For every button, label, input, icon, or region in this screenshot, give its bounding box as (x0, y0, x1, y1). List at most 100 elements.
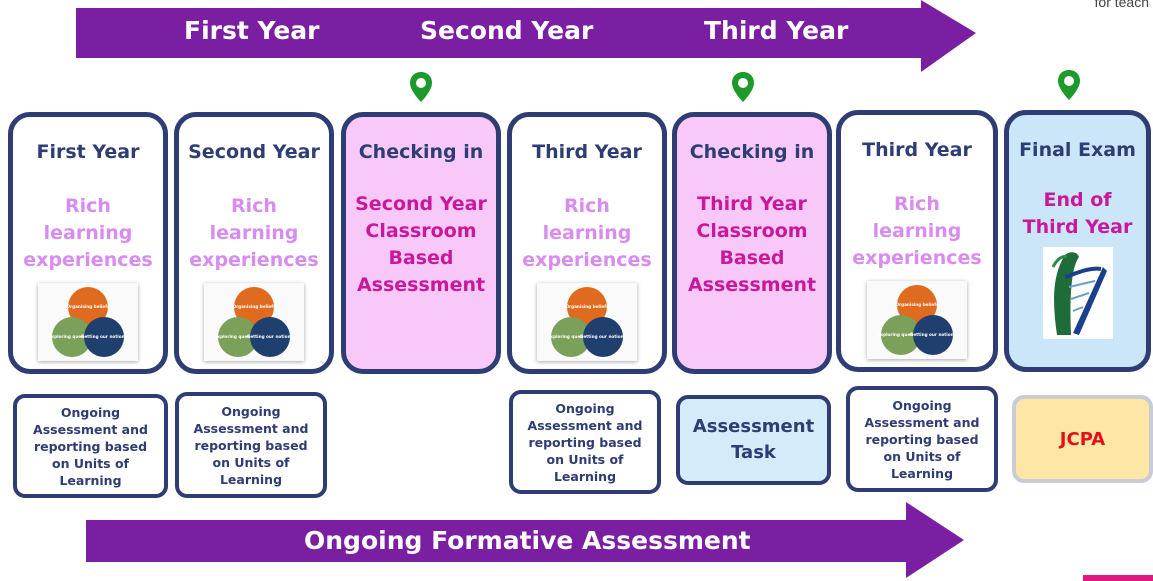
box-line: Assessment and (864, 414, 980, 430)
card-body: Rich learning experiences (512, 193, 662, 274)
box-line: Ongoing (892, 397, 952, 413)
box-line: JCPA (1059, 428, 1106, 450)
top-arrow-label-first: First Year (184, 16, 320, 45)
box-line: Learning (890, 465, 954, 481)
card-body-line: Third Year (1022, 216, 1133, 238)
jcpa-box: JCPA (1012, 395, 1153, 483)
box-line: Ongoing (555, 400, 615, 416)
card-body-line: Classroom (365, 220, 477, 242)
card-body-line: learning (43, 222, 133, 244)
card-title: Third Year (532, 141, 642, 163)
card-body: Third Year Classroom Based Assessment (677, 191, 827, 299)
venn-circle-label: Getting our notions (910, 332, 957, 337)
box-line: on Units of (546, 451, 624, 467)
card-title: Third Year (862, 139, 972, 161)
ongoing-assessment-box: Ongoing Assessment and reporting based o… (13, 394, 168, 498)
top-arrow-label-third: Third Year (704, 16, 849, 45)
card-body-line: Assessment (356, 274, 486, 296)
card-body: Rich learning experiences (841, 191, 993, 272)
card-body-line: experiences (23, 249, 153, 271)
card-body-line: Rich (65, 195, 111, 217)
card-title: First Year (36, 141, 140, 163)
card-title: Checking in (689, 141, 815, 163)
card-body-line: Rich (231, 195, 277, 217)
venn-circle-label: Organising beliefs (232, 304, 276, 309)
card-body-line: experiences (189, 249, 319, 271)
card-body-line: Second Year (355, 193, 487, 215)
venn-circle-label: Getting our notions (81, 334, 128, 339)
card-checking-in-third-year: Checking in Third Year Classroom Based A… (672, 112, 832, 374)
box-line: Learning (59, 472, 122, 488)
box-line: Learning (553, 468, 617, 484)
venn-circle (583, 317, 623, 357)
card-body-line: Rich (564, 195, 610, 217)
venn-circle (218, 317, 258, 357)
card-checking-in-second-year: Checking in Second Year Classroom Based … (341, 112, 501, 374)
card-body-line: learning (872, 220, 962, 242)
box-line: Assessment and (193, 420, 309, 436)
venn-circle-label: Getting our notions (247, 334, 294, 339)
box-line: reporting based (194, 437, 308, 453)
harp-logo-icon (1042, 247, 1113, 339)
box-line: Task (731, 442, 776, 463)
venn-circle-label: Exploring questions (548, 334, 595, 339)
box-line: Ongoing (221, 403, 281, 419)
card-body: Rich learning experiences (179, 193, 329, 274)
card-body-line: learning (209, 222, 299, 244)
venn-circle-label: Organising beliefs (66, 304, 110, 309)
venn-circle (881, 315, 921, 355)
card-title: Second Year (188, 141, 320, 163)
location-pin-icon (1058, 70, 1080, 100)
box-line: Assessment (692, 416, 815, 437)
venn-circle (84, 317, 124, 357)
box-line: on Units of (883, 448, 961, 464)
top-year-arrow: First Year Second Year Third Year (76, 0, 976, 86)
formative-assessment-arrow: Ongoing Formative Assessment (86, 500, 966, 580)
card-body-line: learning (542, 222, 632, 244)
bottom-arrow-shape (86, 502, 964, 578)
venn-circle-label: Exploring questions (215, 334, 262, 339)
card-body-line: Based (719, 247, 785, 269)
assessment-task-box: Assessment Task (676, 395, 831, 485)
venn-circle (913, 315, 953, 355)
top-arrow-shape (76, 0, 976, 72)
venn-circle (567, 287, 607, 327)
card-body-line: experiences (522, 249, 652, 271)
box-line: reporting based (528, 434, 642, 450)
ongoing-assessment-box: Ongoing Assessment and reporting based o… (175, 392, 327, 498)
venn-circle (68, 287, 108, 327)
card-body-line: Classroom (696, 220, 808, 242)
venn-circle-label: Organising beliefs (565, 304, 609, 309)
bottom-arrow-label: Ongoing Formative Assessment (304, 526, 751, 555)
card-body-line: End of (1043, 189, 1112, 211)
box-line: Learning (219, 471, 283, 487)
venn-circle (551, 317, 591, 357)
card-title: Final Exam (1019, 139, 1136, 161)
box-line: reporting based (865, 431, 979, 447)
location-pin-icon (732, 72, 754, 102)
ongoing-assessment-box: Ongoing Assessment and reporting based o… (509, 390, 661, 494)
card-body-line: Based (388, 247, 454, 269)
location-pin-icon (410, 72, 432, 102)
card-body: Rich learning experiences (13, 193, 163, 274)
corner-caption: for teach (1094, 0, 1149, 10)
card-body: Second Year Classroom Based Assessment (346, 191, 496, 299)
venn-circle (52, 317, 92, 357)
card-body-line: Third Year (697, 193, 807, 215)
card-body: End of Third Year (1009, 187, 1146, 241)
box-line: Assessment and (33, 421, 148, 437)
card-body-line: experiences (852, 247, 982, 269)
card-second-year: Second Year Rich learning experiences Or… (174, 112, 334, 374)
box-line: on Units of (212, 454, 290, 470)
box-line: on Units of (52, 455, 129, 471)
box-line: reporting based (33, 438, 148, 454)
card-third-year-b: Third Year Rich learning experiences Org… (836, 110, 998, 372)
venn-circle-label: Getting our notions (580, 334, 627, 339)
venn-circle-label: Exploring questions (878, 332, 925, 337)
